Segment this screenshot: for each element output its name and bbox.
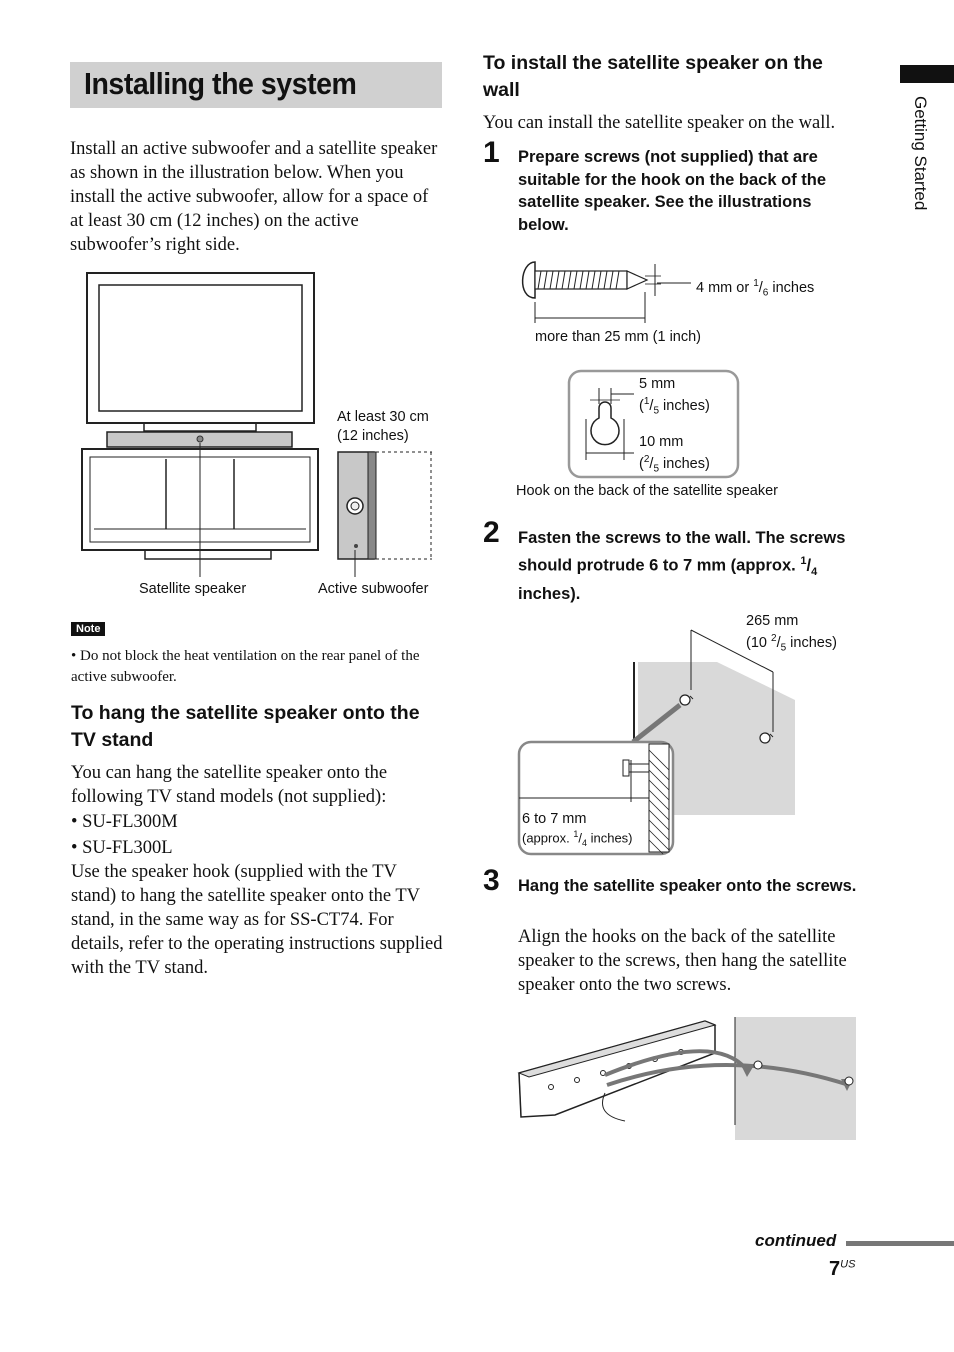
screw-diameter-unit: inches (768, 279, 815, 296)
hook-caption: Hook on the back of the satellite speake… (516, 483, 778, 499)
title-banner (70, 62, 442, 108)
model-item-1: • SU-FL300M (71, 812, 178, 832)
protrusion-close: inches) (586, 830, 633, 846)
screw-diameter-label: 4 mm or 1/6 inches (696, 278, 815, 299)
step-2-text: Fasten the screws to the wall. The screw… (518, 529, 846, 603)
screw-diameter-denominator: 6 (762, 287, 769, 299)
hook-10mm-inch-label: (2/5 inches) (639, 454, 710, 475)
hook-5mm-numerator: 1 (643, 396, 650, 407)
step-1-number: 1 (483, 136, 500, 169)
system-layout-illustration (81, 272, 432, 577)
hook-10mm-label: 10 mm (639, 434, 684, 450)
note-badge: Note (71, 622, 106, 636)
hook-10mm-denominator: 5 (653, 463, 659, 475)
hook-5mm-inch-open: ( (639, 397, 644, 414)
subwoofer-label: Active subwoofer (318, 581, 429, 597)
screw-spacing-label-2: (10 2/5 inches) (746, 633, 837, 654)
page-number-value: 7 (829, 1258, 841, 1280)
page-suffix: US (840, 1258, 856, 1271)
screw-spacing-close: inches) (786, 634, 837, 651)
screw-diameter-numerator: 1 (753, 278, 759, 289)
hook-5mm-denominator: 5 (653, 405, 659, 417)
screw-diameter-text: 4 mm or (696, 279, 750, 296)
hook-5mm-inch-close: inches) (659, 397, 710, 414)
clearance-label-2: (12 inches) (337, 428, 409, 444)
protrusion-denominator: 4 (581, 837, 587, 848)
model-item-2: • SU-FL300L (71, 838, 173, 858)
screw-spacing-open: (10 (746, 634, 767, 651)
protrusion-label-1: 6 to 7 mm (522, 811, 587, 827)
intro-paragraph: Install an active subwoofer and a satell… (70, 139, 438, 255)
hanging-illustration (517, 1017, 856, 1140)
screw-illustration (521, 261, 691, 323)
screw-length-label: more than 25 mm (1 inch) (535, 329, 702, 345)
page-title: Installing the system (84, 66, 357, 101)
screw-spacing-numerator: 2 (771, 633, 777, 644)
step-3-heading: Hang the satellite speaker onto the scre… (518, 877, 857, 895)
continued-label: continued (755, 1231, 837, 1250)
hang-text-2: Use the speaker hook (supplied with the … (71, 862, 443, 978)
hook-5mm-inch-label: (1/5 inches) (639, 396, 710, 417)
wall-screws-illustration (517, 629, 795, 856)
hook-10mm-numerator: 2 (643, 454, 650, 465)
wall-intro: You can install the satellite speaker on… (483, 113, 836, 133)
side-tab-text: Getting Started (911, 96, 930, 211)
screw-spacing-denominator: 5 (780, 642, 787, 654)
screw-spacing-label-1: 265 mm (746, 613, 799, 629)
step-2-text-a: Fasten the screws to the wall. The screw… (518, 529, 846, 574)
clearance-label-1: At least 30 cm (337, 409, 429, 425)
step-2-text-b: inches). (518, 584, 581, 603)
step-2-number: 2 (483, 516, 500, 549)
hook-illustration (567, 369, 740, 479)
step-3-text: Align the hooks on the back of the satel… (518, 927, 847, 995)
page-number: 7US (829, 1258, 855, 1281)
continued-bar (846, 1241, 954, 1246)
step-3-number: 3 (483, 864, 500, 897)
hook-10mm-inch-open: ( (639, 455, 644, 472)
step-2-denominator: 4 (811, 565, 818, 578)
hook-5mm-label: 5 mm (639, 376, 676, 392)
hang-text-1: You can hang the satellite speaker onto … (71, 763, 388, 807)
step-2-numerator: 1 (800, 554, 807, 567)
protrusion-label-2: (approx. 1/4 inches) (522, 829, 633, 848)
protrusion-open: (approx. (522, 830, 570, 846)
wall-heading: To install the satellite speaker on the … (483, 52, 823, 101)
side-tab-label: Getting Started (900, 96, 940, 246)
satellite-speaker-label: Satellite speaker (139, 581, 247, 597)
protrusion-numerator: 1 (573, 829, 579, 839)
hook-10mm-inch-close: inches) (659, 455, 710, 472)
note-item: • Do not block the heat ventilation on t… (71, 648, 420, 685)
side-tab-marker (900, 65, 954, 83)
step-1-text: Prepare screws (not supplied) that are s… (518, 148, 827, 234)
hang-heading: To hang the satellite speaker onto the T… (71, 702, 420, 751)
